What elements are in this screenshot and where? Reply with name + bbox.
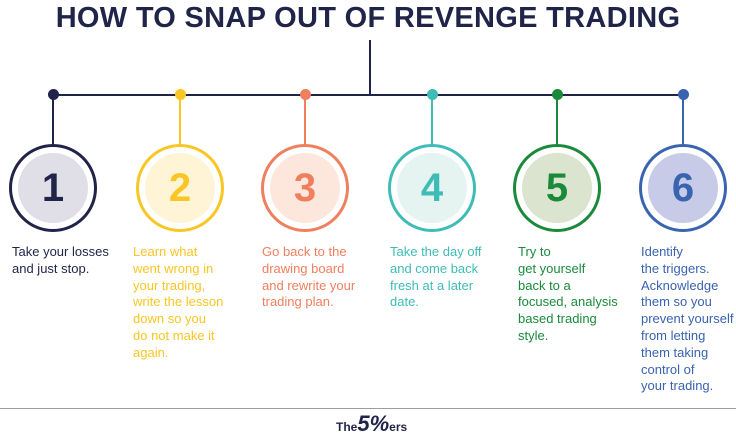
- description-line: your trading,: [133, 277, 206, 293]
- description-line: prevent yourself: [641, 311, 734, 327]
- description-line: do not make it: [133, 327, 215, 343]
- logo: The 5% ers: [336, 411, 408, 436]
- timeline-dot: [175, 89, 186, 100]
- step-number: 6: [648, 153, 718, 223]
- timeline-stem: [179, 95, 181, 145]
- description-line: control of: [641, 361, 695, 377]
- description-line: Go back to the: [262, 244, 347, 259]
- description-line: Take your losses: [12, 244, 109, 259]
- description-line: and rewrite your: [262, 277, 356, 293]
- page-title: HOW TO SNAP OUT OF REVENGE TRADING: [55, 2, 681, 34]
- step-number: 1: [18, 153, 88, 223]
- description-line: them taking: [641, 344, 709, 360]
- description-line: back to a: [518, 277, 571, 293]
- description-line: from letting: [641, 327, 706, 343]
- logo-suffix: ers: [389, 420, 408, 434]
- step-circle: 5: [513, 144, 601, 232]
- description-line: and just stop.: [12, 260, 90, 276]
- step-circle: 6: [639, 144, 727, 232]
- timeline-stem: [682, 95, 684, 145]
- timeline-dot: [427, 89, 438, 100]
- description-line: Try to: [518, 244, 551, 259]
- description-line: down so you: [133, 311, 206, 327]
- step-circle: 4: [388, 144, 476, 232]
- description-line: Take the day off: [390, 244, 482, 259]
- description-line: again.: [133, 344, 169, 360]
- description-line: write the lesson: [133, 294, 224, 310]
- step-number: 3: [270, 153, 340, 223]
- timeline-trunk: [369, 40, 371, 95]
- description-line: them so you: [641, 294, 712, 310]
- description-line: drawing board: [262, 260, 345, 276]
- description-line: the triggers.: [641, 260, 710, 276]
- timeline-dot: [552, 89, 563, 100]
- timeline-stem: [431, 95, 433, 145]
- description-line: Learn what: [133, 244, 198, 259]
- step-circle: 3: [261, 144, 349, 232]
- description-line: Acknowledge: [641, 277, 719, 293]
- timeline-stem: [304, 95, 306, 145]
- step-circle: 2: [136, 144, 224, 232]
- timeline-dot: [300, 89, 311, 100]
- step-number: 5: [522, 153, 592, 223]
- description-line: went wrong in: [133, 260, 214, 276]
- logo-mark: 5%: [357, 411, 390, 436]
- description-line: date.: [390, 294, 419, 310]
- timeline-stem: [52, 95, 54, 145]
- timeline-dot: [678, 89, 689, 100]
- footer-divider: [0, 408, 736, 409]
- description-line: and come back: [390, 260, 479, 276]
- description-line: trading plan.: [262, 294, 334, 310]
- description-line: Identify: [641, 244, 683, 259]
- step-number: 2: [145, 153, 215, 223]
- description-line: based trading: [518, 311, 597, 327]
- description-line: get yourself: [518, 260, 586, 276]
- description-line: focused, analysis: [518, 294, 618, 310]
- timeline-line: [53, 94, 683, 96]
- logo-prefix: The: [336, 420, 358, 434]
- description-line: style.: [518, 327, 549, 343]
- step-number: 4: [397, 153, 467, 223]
- description-line: fresh at a later: [390, 277, 474, 293]
- timeline-stem: [556, 95, 558, 145]
- step-circle: 1: [9, 144, 97, 232]
- timeline-dot: [48, 89, 59, 100]
- description-line: your trading.: [641, 378, 714, 394]
